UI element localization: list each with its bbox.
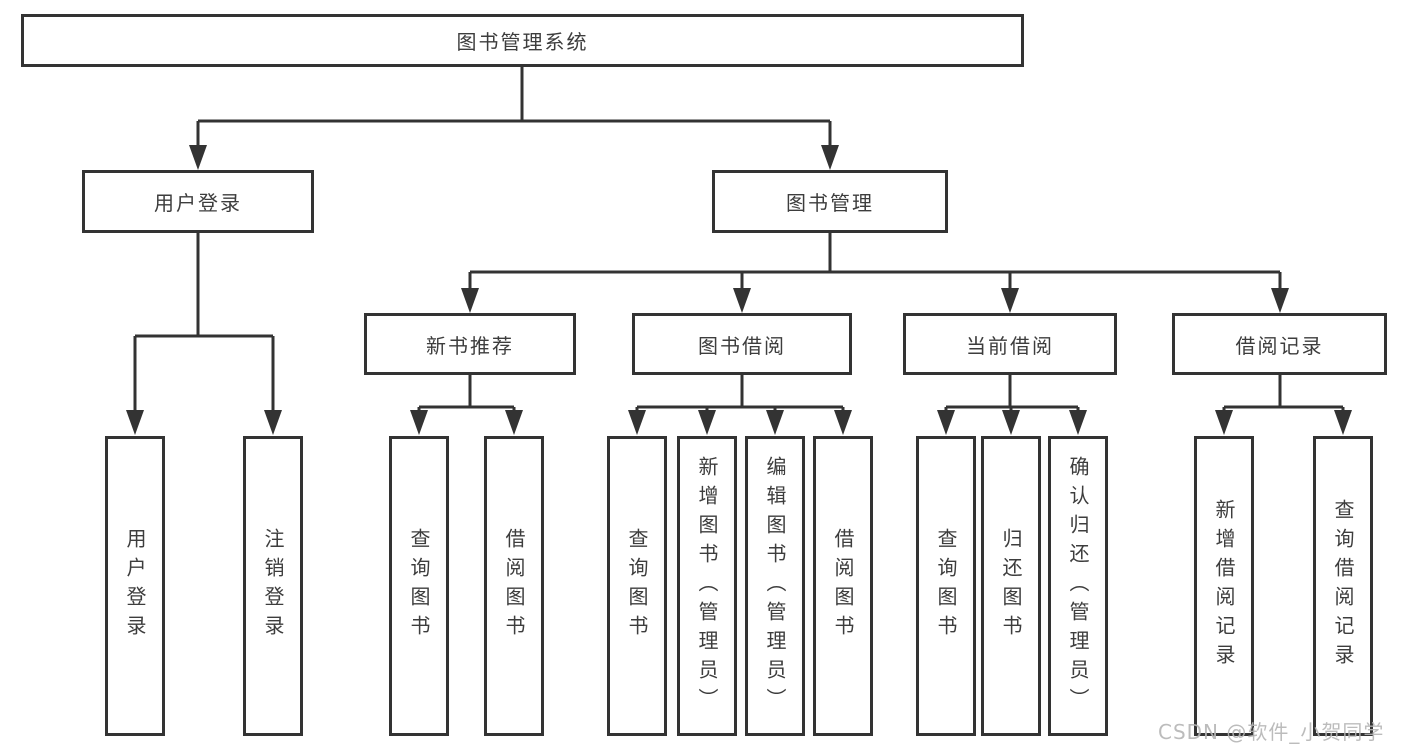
leaf-query-books-borrowing: 查询图书 xyxy=(607,436,667,736)
arrowhead-add-borrow-record xyxy=(1215,410,1233,435)
arrowhead-borrow-books-2 xyxy=(834,410,852,435)
leaf-edit-book-admin: 编辑图书（管理员） xyxy=(745,436,805,736)
node-borrowing-records: 借阅记录 xyxy=(1172,313,1387,375)
leaf-borrow-books-borrowing: 借阅图书 xyxy=(813,436,873,736)
connector-user-login-children xyxy=(133,233,275,412)
arrowhead-query-books-3 xyxy=(937,410,955,435)
leaf-user-login: 用户登录 xyxy=(105,436,165,736)
arrowhead-borrowing-records xyxy=(1271,288,1289,313)
leaf-query-books-recommend: 查询图书 xyxy=(389,436,449,736)
leaf-query-borrow-record: 查询借阅记录 xyxy=(1313,436,1373,736)
arrowhead-query-books-2 xyxy=(628,410,646,435)
leaf-add-borrow-record: 新增借阅记录 xyxy=(1194,436,1254,736)
arrowhead-confirm-return xyxy=(1069,410,1087,435)
node-new-book-recommendation: 新书推荐 xyxy=(364,313,576,375)
arrowhead-new-book-recommendation xyxy=(461,288,479,313)
leaf-logout: 注销登录 xyxy=(243,436,303,736)
arrowhead-leaf-logout xyxy=(264,410,282,435)
arrowhead-book-management xyxy=(821,145,839,170)
connector-new-book-children xyxy=(417,375,516,412)
csdn-watermark: CSDN @软件_小贺同学 xyxy=(1158,720,1385,744)
arrowhead-user-login xyxy=(189,145,207,170)
arrowhead-query-borrow-record xyxy=(1334,410,1352,435)
connector-book-borrowing-children xyxy=(635,375,845,412)
leaf-add-book-admin: 新增图书（管理员） xyxy=(677,436,737,736)
connector-current-borrowing-children xyxy=(944,375,1080,412)
arrowhead-book-borrowing xyxy=(733,288,751,313)
arrowhead-return-books xyxy=(1002,410,1020,435)
node-user-login: 用户登录 xyxy=(82,170,314,233)
arrowhead-query-books-1 xyxy=(410,410,428,435)
leaf-return-books: 归还图书 xyxy=(981,436,1041,736)
leaf-confirm-return-admin: 确认归还（管理员） xyxy=(1048,436,1108,736)
arrowhead-edit-book xyxy=(766,410,784,435)
connector-root-to-level2 xyxy=(196,66,832,146)
node-book-management: 图书管理 xyxy=(712,170,948,233)
connector-borrowing-records-children xyxy=(1222,375,1345,412)
arrowhead-current-borrowing xyxy=(1001,288,1019,313)
leaf-borrow-books-recommend: 借阅图书 xyxy=(484,436,544,736)
node-current-borrowing: 当前借阅 xyxy=(903,313,1117,375)
arrowhead-leaf-user-login xyxy=(126,410,144,435)
node-library-system: 图书管理系统 xyxy=(21,14,1024,67)
leaf-query-books-current: 查询图书 xyxy=(916,436,976,736)
node-book-borrowing: 图书借阅 xyxy=(632,313,852,375)
connector-book-management-children xyxy=(468,233,1282,290)
arrowhead-borrow-books-1 xyxy=(505,410,523,435)
arrowhead-add-book xyxy=(698,410,716,435)
